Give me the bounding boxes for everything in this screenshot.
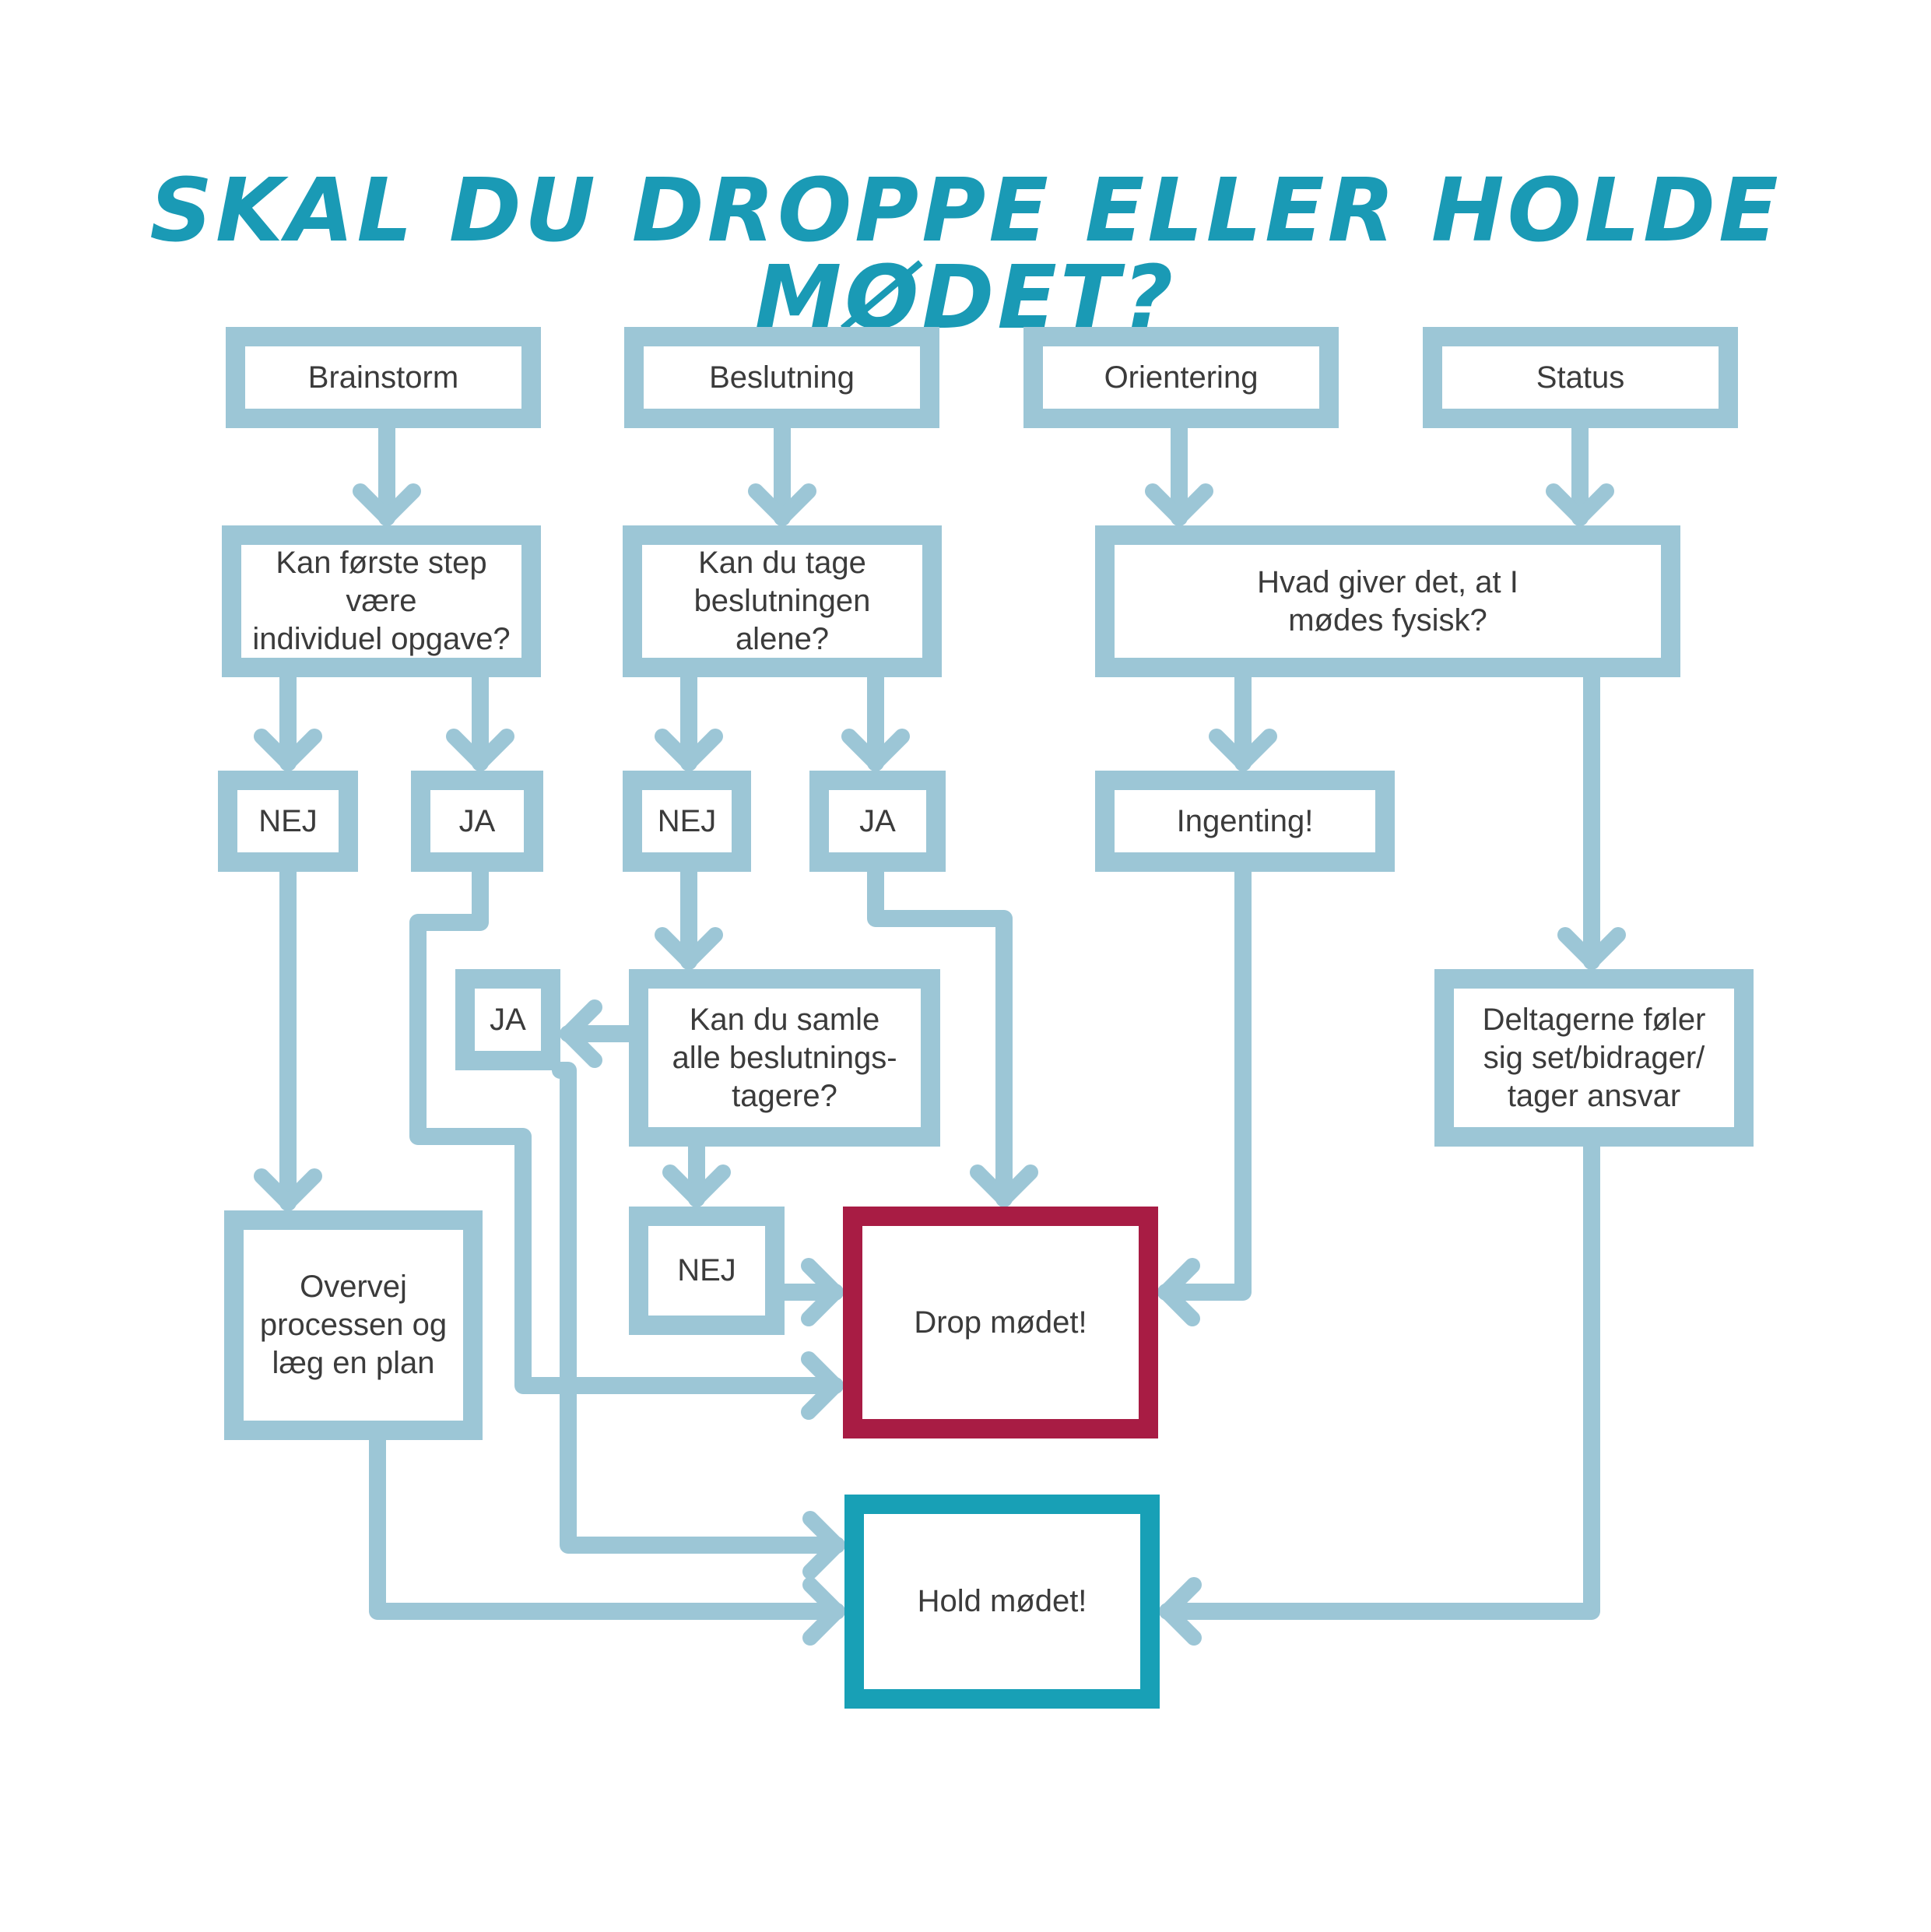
node-ingenting: Ingenting! xyxy=(1095,771,1395,872)
edge-nej-2-to-q-samle xyxy=(655,863,723,970)
edge-orientering-to-q-fysisk xyxy=(1145,420,1213,526)
edge-orientering-to-q-fysisk-arrowhead xyxy=(1145,483,1213,525)
edge-q-alene-to-ja-2 xyxy=(841,669,910,771)
node-ja-2: JA xyxy=(809,771,946,872)
edge-ja-1-to-drop xyxy=(409,863,844,1420)
edge-status-to-q-fysisk xyxy=(1546,420,1614,526)
edge-q-fysisk-to-deltagerne xyxy=(1557,669,1626,970)
edge-q-samle-to-nej-3 xyxy=(662,1138,731,1207)
edge-nej-3-to-drop-arrowhead xyxy=(801,1258,843,1326)
diagram-title: SKAL DU DROPPE ELLER HOLDE MØDET? xyxy=(149,160,1782,349)
edge-q-samle-to-ja-3 xyxy=(560,999,637,1068)
edge-ja-3-to-hold xyxy=(552,1062,845,1579)
edge-q-individuel-to-ja-1 xyxy=(446,669,514,771)
node-hold: Hold mødet! xyxy=(844,1495,1160,1709)
edge-ingenting-to-drop xyxy=(1157,863,1252,1326)
node-q-individuel: Kan første step være individuel opgave? xyxy=(222,525,541,677)
node-overvej: Overvej processen og læg en plan xyxy=(224,1210,483,1440)
node-status: Status xyxy=(1423,327,1738,428)
edge-q-individuel-to-nej-1-arrowhead xyxy=(254,729,322,771)
edge-q-samle-to-nej-3-arrowhead xyxy=(662,1164,731,1207)
node-deltagerne: Deltagerne føler sig set/bidrager/ tager… xyxy=(1434,969,1754,1147)
node-ja-3: JA xyxy=(455,969,560,1070)
edge-nej-2-to-q-samle-arrowhead xyxy=(655,927,723,969)
edge-q-alene-to-ja-2-arrowhead xyxy=(841,729,910,771)
node-drop: Drop mødet! xyxy=(843,1207,1158,1438)
node-brainstorm: Brainstorm xyxy=(226,327,541,428)
edge-q-fysisk-to-ingenting-arrowhead xyxy=(1209,729,1277,771)
edge-q-fysisk-to-deltagerne-arrowhead xyxy=(1557,927,1626,969)
edge-brainstorm-to-q-individuel-arrowhead xyxy=(353,483,421,525)
edge-ja-1-to-drop-arrowhead xyxy=(801,1351,843,1420)
edge-status-to-q-fysisk-arrowhead xyxy=(1546,483,1614,525)
edge-deltagerne-to-hold-arrowhead xyxy=(1160,1577,1202,1646)
edge-ingenting-to-drop-arrowhead xyxy=(1158,1258,1200,1326)
node-q-alene: Kan du tage beslutningen alene? xyxy=(623,525,942,677)
edge-beslutning-to-q-alene-arrowhead xyxy=(748,483,816,525)
node-nej-3: NEJ xyxy=(629,1207,785,1335)
edge-deltagerne-to-hold xyxy=(1159,1138,1600,1646)
node-q-samle: Kan du samle alle beslutnings- tagere? xyxy=(629,969,940,1147)
edge-nej-3-to-drop xyxy=(776,1258,844,1326)
edge-q-fysisk-to-ingenting xyxy=(1209,669,1277,771)
edge-q-samle-to-ja-3-arrowhead xyxy=(560,999,602,1068)
edge-brainstorm-to-q-individuel xyxy=(353,420,421,526)
edge-nej-1-to-overvej xyxy=(254,863,322,1211)
node-q-fysisk: Hvad giver det, at I mødes fysisk? xyxy=(1095,525,1680,677)
node-ja-1: JA xyxy=(411,771,543,872)
node-beslutning: Beslutning xyxy=(624,327,939,428)
edge-ja-2-to-drop-arrowhead xyxy=(970,1164,1038,1207)
edge-q-individuel-to-nej-1 xyxy=(254,669,322,771)
edge-ja-3-to-hold-arrowhead xyxy=(802,1511,844,1579)
edge-nej-1-to-overvej-arrowhead xyxy=(254,1168,322,1210)
edge-ja-2-to-drop xyxy=(867,863,1038,1207)
node-nej-1: NEJ xyxy=(218,771,358,872)
node-nej-2: NEJ xyxy=(623,771,751,872)
edge-overvej-to-hold xyxy=(369,1431,845,1646)
edge-beslutning-to-q-alene xyxy=(748,420,816,526)
edge-q-individuel-to-ja-1-arrowhead xyxy=(446,729,514,771)
edge-q-alene-to-nej-2-arrowhead xyxy=(655,729,723,771)
node-orientering: Orientering xyxy=(1023,327,1339,428)
edge-q-alene-to-nej-2 xyxy=(655,669,723,771)
edge-overvej-to-hold-arrowhead xyxy=(802,1577,844,1646)
